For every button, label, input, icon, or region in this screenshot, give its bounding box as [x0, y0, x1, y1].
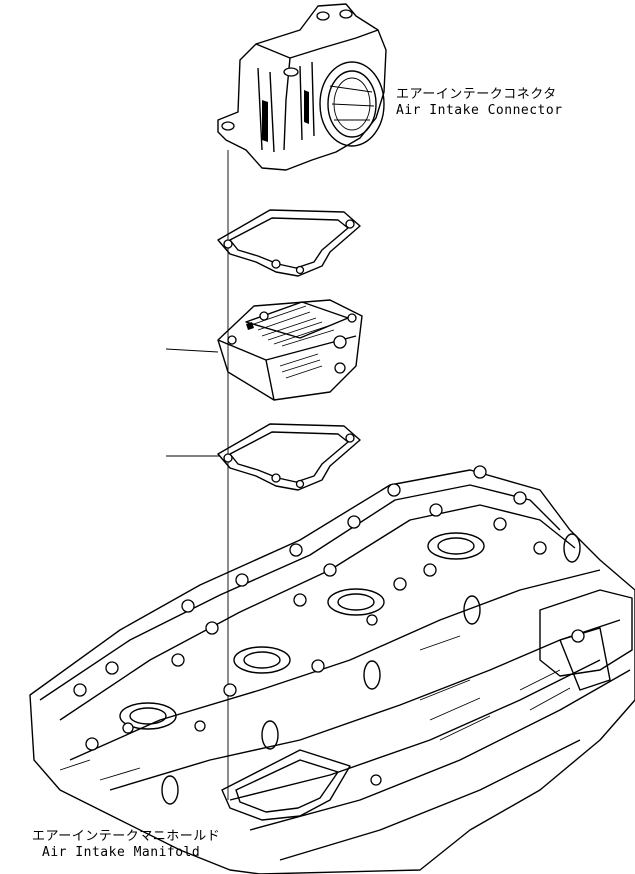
- intake-heater-part: [217, 299, 363, 401]
- air-intake-manifold-label: エアーインテークマニホールド Air Intake Manifold: [32, 829, 220, 861]
- air-intake-connector-label-jp: エアーインテークコネクタ: [396, 87, 557, 102]
- air-intake-manifold-part: [29, 465, 635, 874]
- air-intake-connector-part: [217, 3, 387, 171]
- air-intake-manifold-label-en: Air Intake Manifold: [42, 845, 201, 860]
- lower-gasket-part: [217, 423, 361, 491]
- leader-line-heater: [165, 348, 219, 353]
- air-intake-connector-label: エアーインテークコネクタ Air Intake Connector: [396, 87, 563, 119]
- upper-gasket-part: [217, 209, 361, 277]
- air-intake-manifold-label-jp: エアーインテークマニホールド: [32, 829, 221, 844]
- head-bolts: [73, 465, 585, 786]
- air-intake-connector-label-en: Air Intake Connector: [396, 103, 563, 118]
